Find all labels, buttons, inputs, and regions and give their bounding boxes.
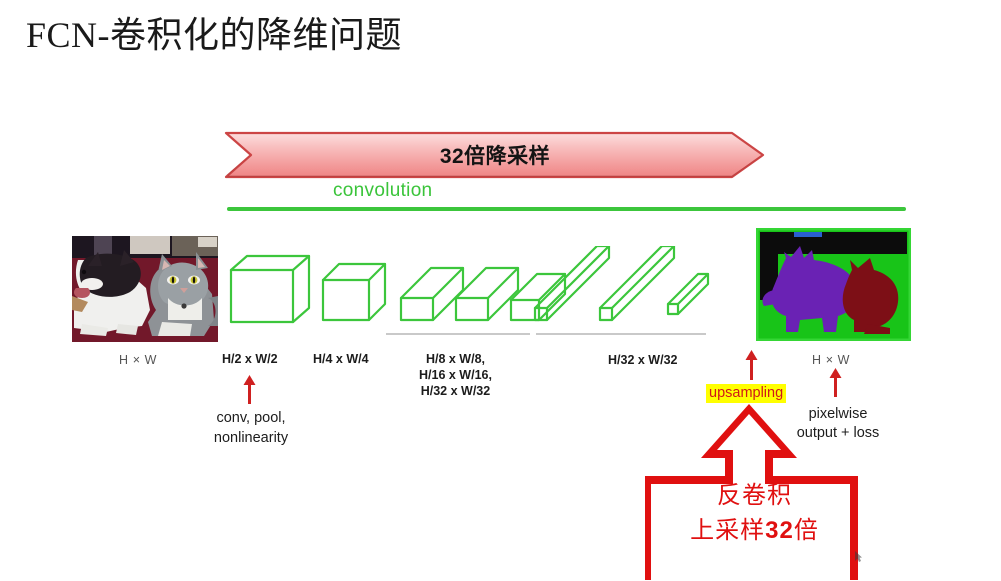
pixelwise-arrow-icon bbox=[829, 368, 842, 397]
label-stage-8-line3: H/32 x W/32 bbox=[420, 384, 491, 398]
conv-pool-line2: nonlinearity bbox=[213, 430, 289, 446]
wireframe-box-2 bbox=[321, 262, 387, 322]
input-photo-graphic bbox=[72, 236, 218, 342]
deconv-callout-text: 反卷积 上采样32倍 bbox=[645, 478, 864, 548]
pointer-icon bbox=[855, 551, 862, 562]
callout-line2-prefix: 上采样 bbox=[690, 517, 766, 544]
callout-line2: 上采样32倍 bbox=[645, 513, 864, 548]
cursor-artifact-icon bbox=[854, 551, 863, 563]
banner-label: 32倍降采样 bbox=[439, 145, 551, 168]
wireframe-bar-1 bbox=[533, 246, 611, 322]
feature-map-wireframes bbox=[225, 246, 730, 326]
upsampling-label: upsampling bbox=[706, 384, 787, 403]
conv-pool-arrow-icon bbox=[243, 375, 256, 404]
label-stage-4: H/4 x W/4 bbox=[313, 352, 369, 366]
label-stage-32: H/32 x W/32 bbox=[608, 353, 678, 367]
label-output-dims: H × W bbox=[812, 353, 851, 367]
label-stage-8-line2: H/16 x W/16, bbox=[419, 368, 492, 382]
convolution-label: convolution bbox=[333, 180, 433, 201]
wireframe-bar-2 bbox=[598, 246, 676, 322]
wireframe-slab-2 bbox=[454, 266, 520, 322]
arrow-up-icon bbox=[745, 350, 758, 380]
downsample-banner: 32倍降采样 bbox=[224, 131, 766, 179]
feature-map-wireframes-graphic bbox=[229, 246, 710, 324]
callout-line2-suffix: 倍 bbox=[793, 517, 819, 544]
page-title: FCN-卷积化的降维问题 bbox=[26, 15, 403, 55]
segmentation-output-image bbox=[756, 228, 911, 341]
wireframe-slab-1 bbox=[399, 266, 465, 322]
callout-line1: 反卷积 bbox=[717, 482, 792, 509]
segmentation-output-graphic bbox=[756, 228, 911, 341]
upsampling-arrow-icon bbox=[745, 350, 758, 380]
label-stage-8-line1: H/8 x W/8, bbox=[425, 352, 485, 366]
banner-shape bbox=[224, 131, 765, 179]
label-input-dims: H × W bbox=[119, 353, 158, 367]
label-stage-2: H/2 x W/2 bbox=[222, 352, 278, 366]
dog-and-cat-photo bbox=[72, 236, 218, 342]
pixelwise-line2: output + loss bbox=[796, 425, 880, 441]
label-stage-8-group: H/8 x W/8, H/16 x W/16, H/32 x W/32 bbox=[419, 351, 492, 399]
arrow-up-icon bbox=[243, 375, 256, 404]
wireframe-box-1 bbox=[229, 254, 311, 324]
wireframe-bar-3 bbox=[666, 272, 710, 316]
pixelwise-output-label: pixelwise output + loss bbox=[786, 405, 890, 443]
arrow-up-icon bbox=[829, 368, 842, 397]
conv-pool-line1: conv, pool, bbox=[216, 410, 286, 426]
callout-line2-number: 32 bbox=[765, 517, 794, 544]
conv-pool-label: conv, pool, nonlinearity bbox=[205, 408, 297, 448]
convolution-rule bbox=[227, 207, 906, 211]
stack-group-rule-left bbox=[386, 333, 530, 335]
stack-group-rule-right bbox=[536, 333, 706, 335]
pixelwise-line1: pixelwise bbox=[808, 406, 868, 422]
